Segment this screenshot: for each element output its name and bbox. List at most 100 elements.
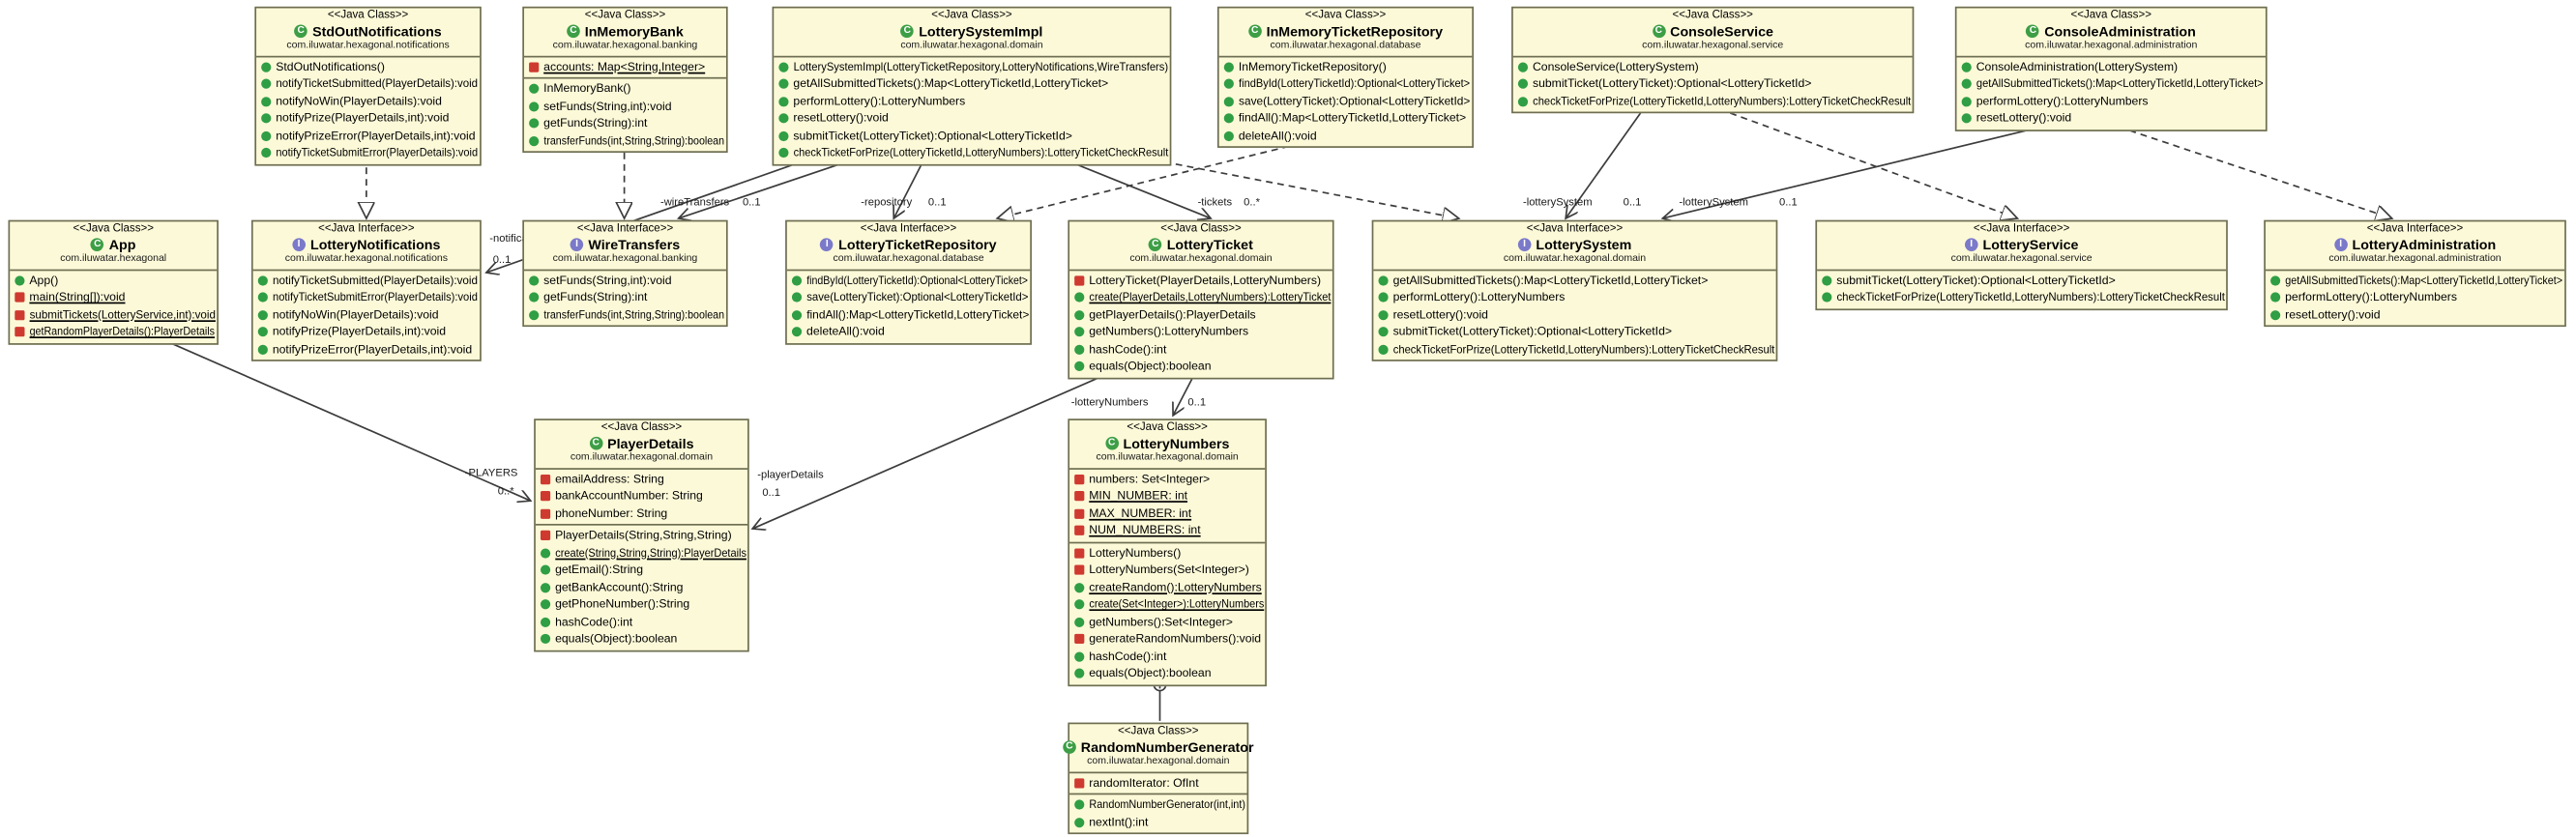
member-row[interactable]: getAllSubmittedTickets():Map<LotteryTick… [1957,75,2266,93]
member-row[interactable]: getNumbers():LotteryNumbers [1069,324,1332,341]
member-row[interactable]: submitTicket(LotteryTicket):Optional<Lot… [1817,272,2226,289]
member-row[interactable]: InMemoryBank() [524,80,726,98]
member-row[interactable]: checkTicketForPrize(LotteryTicketId,Lott… [1373,341,1775,359]
member-row[interactable]: deleteAll():void [787,324,1030,341]
member-row[interactable]: hashCode():int [536,614,747,631]
member-row[interactable]: submitTicket(LotteryTicket):Optional<Lot… [774,128,1169,145]
member-row[interactable]: NUM_NUMBERS: int [1069,522,1265,539]
member-row[interactable]: getAllSubmittedTickets():Map<LotteryTick… [2266,272,2564,289]
member-row[interactable]: notifyNoWin(PlayerDetails):void [256,93,480,110]
member-row[interactable]: phoneNumber: String [536,505,747,522]
member-row[interactable]: ConsoleService(LotterySystem) [1513,58,1913,75]
member-row[interactable]: create(PlayerDetails,LotteryNumbers):Lot… [1069,289,1332,306]
member-row[interactable]: numbers: Set<Integer> [1069,471,1265,488]
member-row[interactable]: setFunds(String,int):void [524,98,726,115]
member-row[interactable]: ConsoleAdministration(LotterySystem) [1957,58,2266,75]
member-row[interactable]: generateRandomNumbers():void [1069,630,1265,648]
member-row[interactable]: LotteryNumbers(Set<Integer>) [1069,562,1265,579]
member-row[interactable]: notifyPrize(PlayerDetails,int):void [253,324,480,341]
member-row[interactable]: bankAccountNumber: String [536,488,747,505]
member-row[interactable]: notifyTicketSubmitError(PlayerDetails):v… [256,145,480,162]
member-row[interactable]: nextInt():int [1069,814,1246,831]
member-row[interactable]: transferFunds(int,String,String):boolean [524,306,726,324]
member-row[interactable]: createRandom():LotteryNumbers [1069,579,1265,596]
member-row[interactable]: deleteAll():void [1219,128,1473,145]
member-row[interactable]: resetLottery():void [2266,306,2564,324]
member-row[interactable]: performLottery():LotteryNumbers [2266,289,2564,306]
member-row[interactable]: notifyPrize(PlayerDetails,int):void [256,110,480,128]
member-row[interactable]: equals(Object):boolean [536,630,747,648]
member-row[interactable]: create(Set<Integer>):LotteryNumbers [1069,596,1265,614]
member-row[interactable]: equals(Object):boolean [1069,358,1332,375]
member-row[interactable]: notifyPrizeError(PlayerDetails,int):void [256,128,480,145]
member-row[interactable]: setFunds(String,int):void [524,272,726,289]
member-row[interactable]: resetLottery():void [1957,110,2266,128]
member-row[interactable]: getFunds(String):int [524,289,726,306]
member-row[interactable]: checkTicketForPrize(LotteryTicketId,Lott… [1817,289,2226,306]
member-row[interactable]: getAllSubmittedTickets():Map<LotteryTick… [774,75,1169,93]
member-row[interactable]: getEmail():String [536,562,747,579]
member-row[interactable]: notifyTicketSubmitted(PlayerDetails):voi… [256,75,480,93]
member-row[interactable]: getRandomPlayerDetails():PlayerDetails [10,324,217,341]
member-row[interactable]: PlayerDetails(String,String,String) [536,527,747,544]
member-row[interactable]: checkTicketForPrize(LotteryTicketId,Lott… [1513,93,1913,110]
member-row[interactable]: create(String,String,String):PlayerDetai… [536,544,747,562]
member-row[interactable]: StdOutNotifications() [256,58,480,75]
member-row[interactable]: submitTickets(LotteryService,int):void [10,306,217,324]
member-row[interactable]: RandomNumberGenerator(int,int) [1069,796,1246,814]
member-row[interactable]: App() [10,272,217,289]
member-row[interactable]: LotteryNumbers() [1069,544,1265,562]
member-row[interactable]: randomIterator: OfInt [1069,774,1246,792]
member-row[interactable]: findAll():Map<LotteryTicketId,LotteryTic… [787,306,1030,324]
member-row[interactable]: notifyTicketSubmitted(PlayerDetails):voi… [253,272,480,289]
member-row[interactable]: transferFunds(int,String,String):boolean [524,132,726,150]
member-row[interactable]: getAllSubmittedTickets():Map<LotteryTick… [1373,272,1775,289]
member-row[interactable]: notifyTicketSubmitError(PlayerDetails):v… [253,289,480,306]
member-row[interactable]: checkTicketForPrize(LotteryTicketId,Lott… [774,145,1169,162]
member-row[interactable]: getPhoneNumber():String [536,596,747,614]
member-row[interactable]: LotterySystemImpl(LotteryTicketRepositor… [774,58,1169,75]
member-row[interactable]: notifyNoWin(PlayerDetails):void [253,306,480,324]
member-row[interactable]: LotteryTicket(PlayerDetails,LotteryNumbe… [1069,272,1332,289]
member-row[interactable]: equals(Object):boolean [1069,665,1265,682]
member-row[interactable]: main(String[]):void [10,289,217,306]
member-row[interactable]: save(LotteryTicket):Optional<LotteryTick… [787,289,1030,306]
member-row[interactable]: findById(LotteryTicketId):Optional<Lotte… [787,272,1030,289]
member-row[interactable]: save(LotteryTicket):Optional<LotteryTick… [1219,93,1473,110]
member-row[interactable]: resetLottery():void [1373,306,1775,324]
member-row[interactable]: performLottery():LotteryNumbers [1373,289,1775,306]
member-row[interactable]: findAll():Map<LotteryTicketId,LotteryTic… [1219,110,1473,128]
member-row[interactable]: performLottery():LotteryNumbers [774,93,1169,110]
member-row[interactable]: MAX_NUMBER: int [1069,505,1265,522]
member-row[interactable]: notifyPrizeError(PlayerDetails,int):void [253,341,480,359]
member-row[interactable]: resetLottery():void [774,110,1169,128]
member-row[interactable]: submitTicket(LotteryTicket):Optional<Lot… [1373,324,1775,341]
member-row[interactable]: InMemoryTicketRepository() [1219,58,1473,75]
member-row[interactable]: findById(LotteryTicketId):Optional<Lotte… [1219,75,1473,93]
member-row[interactable]: MIN_NUMBER: int [1069,488,1265,505]
member-row[interactable]: getBankAccount():String [536,579,747,596]
member-row[interactable]: getPlayerDetails():PlayerDetails [1069,306,1332,324]
member-row[interactable]: accounts: Map<String,Integer> [524,58,726,75]
member-row[interactable]: hashCode():int [1069,341,1332,359]
member-row[interactable]: hashCode():int [1069,648,1265,665]
member-row[interactable]: performLottery():LotteryNumbers [1957,93,2266,110]
member-row[interactable]: getFunds(String):int [524,115,726,132]
member-row[interactable]: getNumbers():Set<Integer> [1069,614,1265,631]
